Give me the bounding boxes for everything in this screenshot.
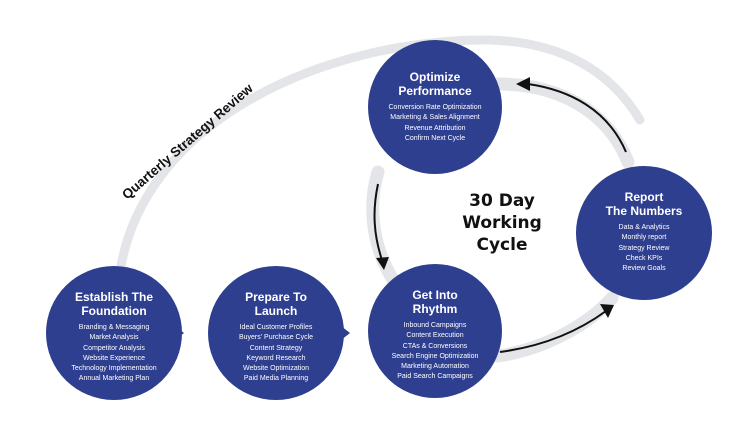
stage-title: Establish The Foundation [74,290,154,318]
list-item: Ideal Customer Profiles [239,324,313,331]
cycle-center-label: 30 Day Working Cycle [462,191,542,255]
quarterly-review-label: Quarterly Strategy Review [119,80,256,202]
list-item: Competitor Analysis [83,344,145,352]
list-item: Marketing Automation [401,363,469,371]
arrow-report-to-optimize [527,83,627,153]
list-item: Website Optimization [242,365,309,373]
list-item: Strategy Review [618,244,670,252]
stage-title: Get Into Rhythm [412,288,458,316]
list-item: Annual Marketing Plan [78,375,150,383]
stage-title: Report The Numbers [605,190,683,218]
list-item: CTAs & Conversions [402,342,468,350]
stage-item-list: Data & Analytics Monthly report Strategy… [619,223,670,274]
list-item: Paid Search Campaigns [397,373,473,381]
list-item: Check KPIs [625,254,663,262]
stage-report-numbers: Report The Numbers Data & Analytics Mont… [576,166,712,300]
arrow-optimize-to-rhythm [373,183,383,261]
list-item: Search Engine Optimization [391,352,479,360]
list-item: Branding & Messaging [78,324,150,331]
stage-title: Prepare To Launch [245,290,307,318]
list-item: Confirm Next Cycle [404,134,466,142]
list-item: Paid Media Planning [243,375,309,383]
list-item: Inbound Campaigns [403,322,467,329]
list-item: Keyword Research [246,354,306,362]
stage-item-list: Inbound Campaigns Content Execution CTAs… [392,321,479,383]
list-item: Website Experience [82,354,146,362]
list-item: Content Execution [406,332,464,340]
list-item: Content Strategy [249,344,303,352]
list-item: Buyers' Purchase Cycle [238,334,314,342]
list-item: Market Analysis [89,334,139,342]
stage-item-list: Ideal Customer Profiles Buyers' Purchase… [239,323,313,385]
list-item: Conversion Rate Optimization [388,104,482,111]
arrow-head-left [516,77,530,91]
list-item: Marketing & Sales Alignment [390,114,480,122]
stage-title: Optimize Performance [398,70,472,98]
list-item: Review Goals [622,265,666,273]
arrow-head-down [376,257,389,270]
stage-prepare-launch: Prepare To Launch Ideal Customer Profile… [208,266,344,400]
stage-get-into-rhythm: Get Into Rhythm Inbound Campaigns Conten… [368,264,502,398]
stage-optimize-performance: Optimize Performance Conversion Rate Opt… [368,40,502,174]
list-item: Data & Analytics [618,224,670,231]
list-item: Revenue Attribution [404,124,466,132]
stage-item-list: Branding & Messaging Market Analysis Com… [71,323,156,385]
arrow-rhythm-to-report [499,310,607,353]
cycle-track-left [366,165,399,285]
stage-item-list: Conversion Rate Optimization Marketing &… [389,103,482,144]
stage-establish-foundation: Establish The Foundation Branding & Mess… [46,266,182,400]
list-item: Technology Implementation [71,365,157,373]
arrow-head-up-right [600,304,614,318]
list-item: Monthly report [621,234,667,242]
